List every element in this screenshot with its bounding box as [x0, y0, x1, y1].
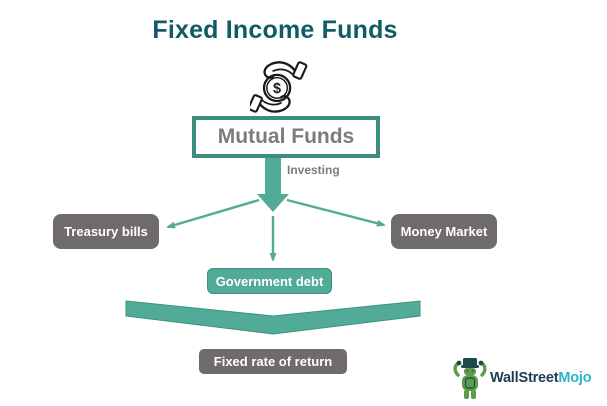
- coin-outer-circle: [262, 73, 292, 103]
- bull-left-leg: [464, 390, 469, 399]
- coin-inner-circle: [266, 76, 289, 99]
- bull-mascot-icon: [453, 358, 487, 399]
- fixed-rate-of-return-label: Fixed rate of return: [213, 354, 333, 369]
- hands-dollar-svg: $: [247, 61, 308, 113]
- bull-belly-plate: [464, 377, 476, 389]
- investing-down-arrow: [257, 158, 289, 212]
- result-box-fixed-rate-of-return: Fixed rate of return: [199, 349, 347, 374]
- branch-box-government-debt: Government debt: [207, 268, 332, 294]
- bottom-hand-outline: [255, 95, 291, 113]
- treasury-bills-label: Treasury bills: [64, 224, 148, 239]
- money-market-label: Money Market: [400, 224, 488, 239]
- bull-right-fist: [478, 360, 484, 366]
- bottom-hand-cuff: [247, 94, 263, 113]
- branch-box-money-market: Money Market: [391, 214, 497, 249]
- investing-label: Investing: [287, 163, 340, 177]
- bull-left-eye: [466, 370, 469, 372]
- wallstreetmojo-logo: WallStreetMojo: [452, 356, 602, 402]
- arrow-to-treasury-bills: [166, 198, 260, 229]
- arrow-to-money-market: [286, 198, 386, 227]
- logo-text-wallstreet: WallStreet: [490, 370, 559, 386]
- bull-right-leg: [471, 390, 476, 399]
- down-chevron-band: [125, 300, 421, 335]
- bull-hat-brim: [461, 365, 479, 368]
- hands-exchanging-dollar-icon: $: [247, 56, 308, 116]
- bull-hat-top: [463, 358, 477, 366]
- bull-body: [462, 375, 478, 391]
- bull-right-eye: [471, 370, 474, 372]
- bull-left-fist: [456, 360, 462, 366]
- mutual-funds-box: Mutual Funds: [192, 116, 380, 158]
- top-hand-outline: [263, 61, 299, 79]
- logo-wordmark: WallStreetMojo: [490, 370, 592, 386]
- page-title: Fixed Income Funds: [152, 16, 398, 44]
- government-debt-label: Government debt: [215, 273, 324, 289]
- branch-box-treasury-bills: Treasury bills: [53, 214, 159, 249]
- top-hand-thumb: [272, 68, 295, 77]
- bull-face: [464, 368, 476, 375]
- mutual-funds-label: Mutual Funds: [217, 125, 355, 148]
- logo-text-mojo: Mojo: [558, 370, 592, 386]
- dollar-symbol: $: [273, 81, 281, 97]
- top-hand-cuff: [292, 61, 308, 80]
